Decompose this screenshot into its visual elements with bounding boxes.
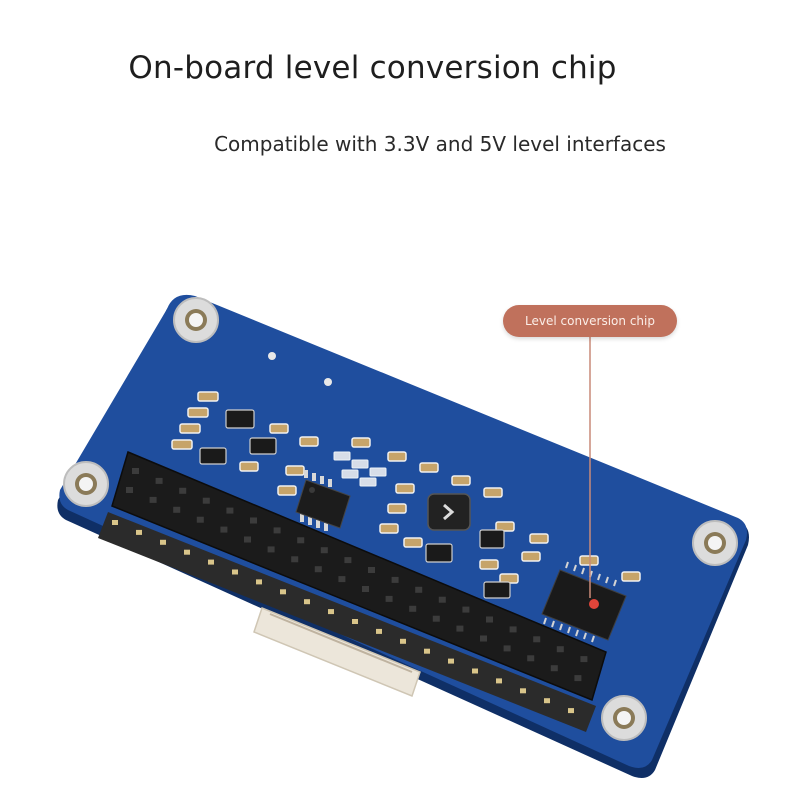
header-socket [462,606,470,613]
header-pin-tip [472,668,478,674]
header-socket [155,477,163,484]
inductor [427,493,471,531]
level-conversion-chip [541,561,627,643]
header-socket [126,487,133,493]
header-socket [456,625,464,632]
header-socket [509,626,517,633]
header-socket [273,527,281,534]
header-socket [132,468,139,474]
header-socket [297,537,305,544]
header-pin-tip [328,609,334,615]
header-pin-tip [424,648,430,654]
header-socket [314,566,322,573]
header-socket [486,616,493,623]
header-socket [527,655,535,662]
header-pin-tip [280,589,286,595]
header-pin-tip [112,520,118,525]
header-socket [503,645,511,652]
header-socket [432,615,440,622]
header-socket [338,576,346,583]
header-socket [149,496,157,503]
passive-components [171,391,641,584]
page-title: On-board level conversion chip [128,50,617,86]
page-subtitle: Compatible with 3.3V and 5V level interf… [214,132,666,156]
callout-label: Level conversion chip [503,305,677,337]
header-socket [220,526,228,533]
header-pin-tip [208,559,214,565]
header-pin-tip [256,579,262,585]
soic-chip [295,470,351,531]
small-ics [199,409,511,599]
header-socket [362,586,369,592]
header-socket [391,576,399,583]
pin-header [98,450,607,732]
header-socket [385,595,393,602]
header-socket [291,556,299,563]
header-socket [409,605,417,612]
header-pin-tip [304,599,310,605]
header-pin-tip [448,658,454,664]
header-socket [173,506,181,513]
header-socket [556,646,564,653]
header-socket [415,586,423,593]
header-pin-tip [184,549,190,555]
side-connector [253,607,421,697]
pcb-board [59,294,748,768]
header-socket [533,636,541,643]
header-pin-tip [136,529,142,535]
header-socket [267,546,275,553]
header-pin-tip [568,708,574,714]
header-socket [196,516,204,523]
header-socket [244,536,251,543]
header-pin-tip [160,539,166,545]
header-pin-tip [400,638,406,644]
header-pin-tip [352,619,358,624]
header-socket [320,547,328,554]
header-socket [250,517,257,524]
header-socket [368,567,375,573]
header-socket [480,635,487,642]
header-pin-tip [496,678,502,684]
header-pin-tip [232,569,238,575]
header-socket [226,507,234,514]
header-socket [202,497,210,504]
header-socket [344,557,352,564]
header-socket [438,596,446,603]
header-socket [179,487,187,494]
header-pin-tip [520,688,526,694]
header-socket [550,665,558,672]
header-pin-tip [544,698,550,704]
header-socket [580,656,588,663]
header-socket [574,675,582,682]
header-pin-tip [376,628,382,634]
